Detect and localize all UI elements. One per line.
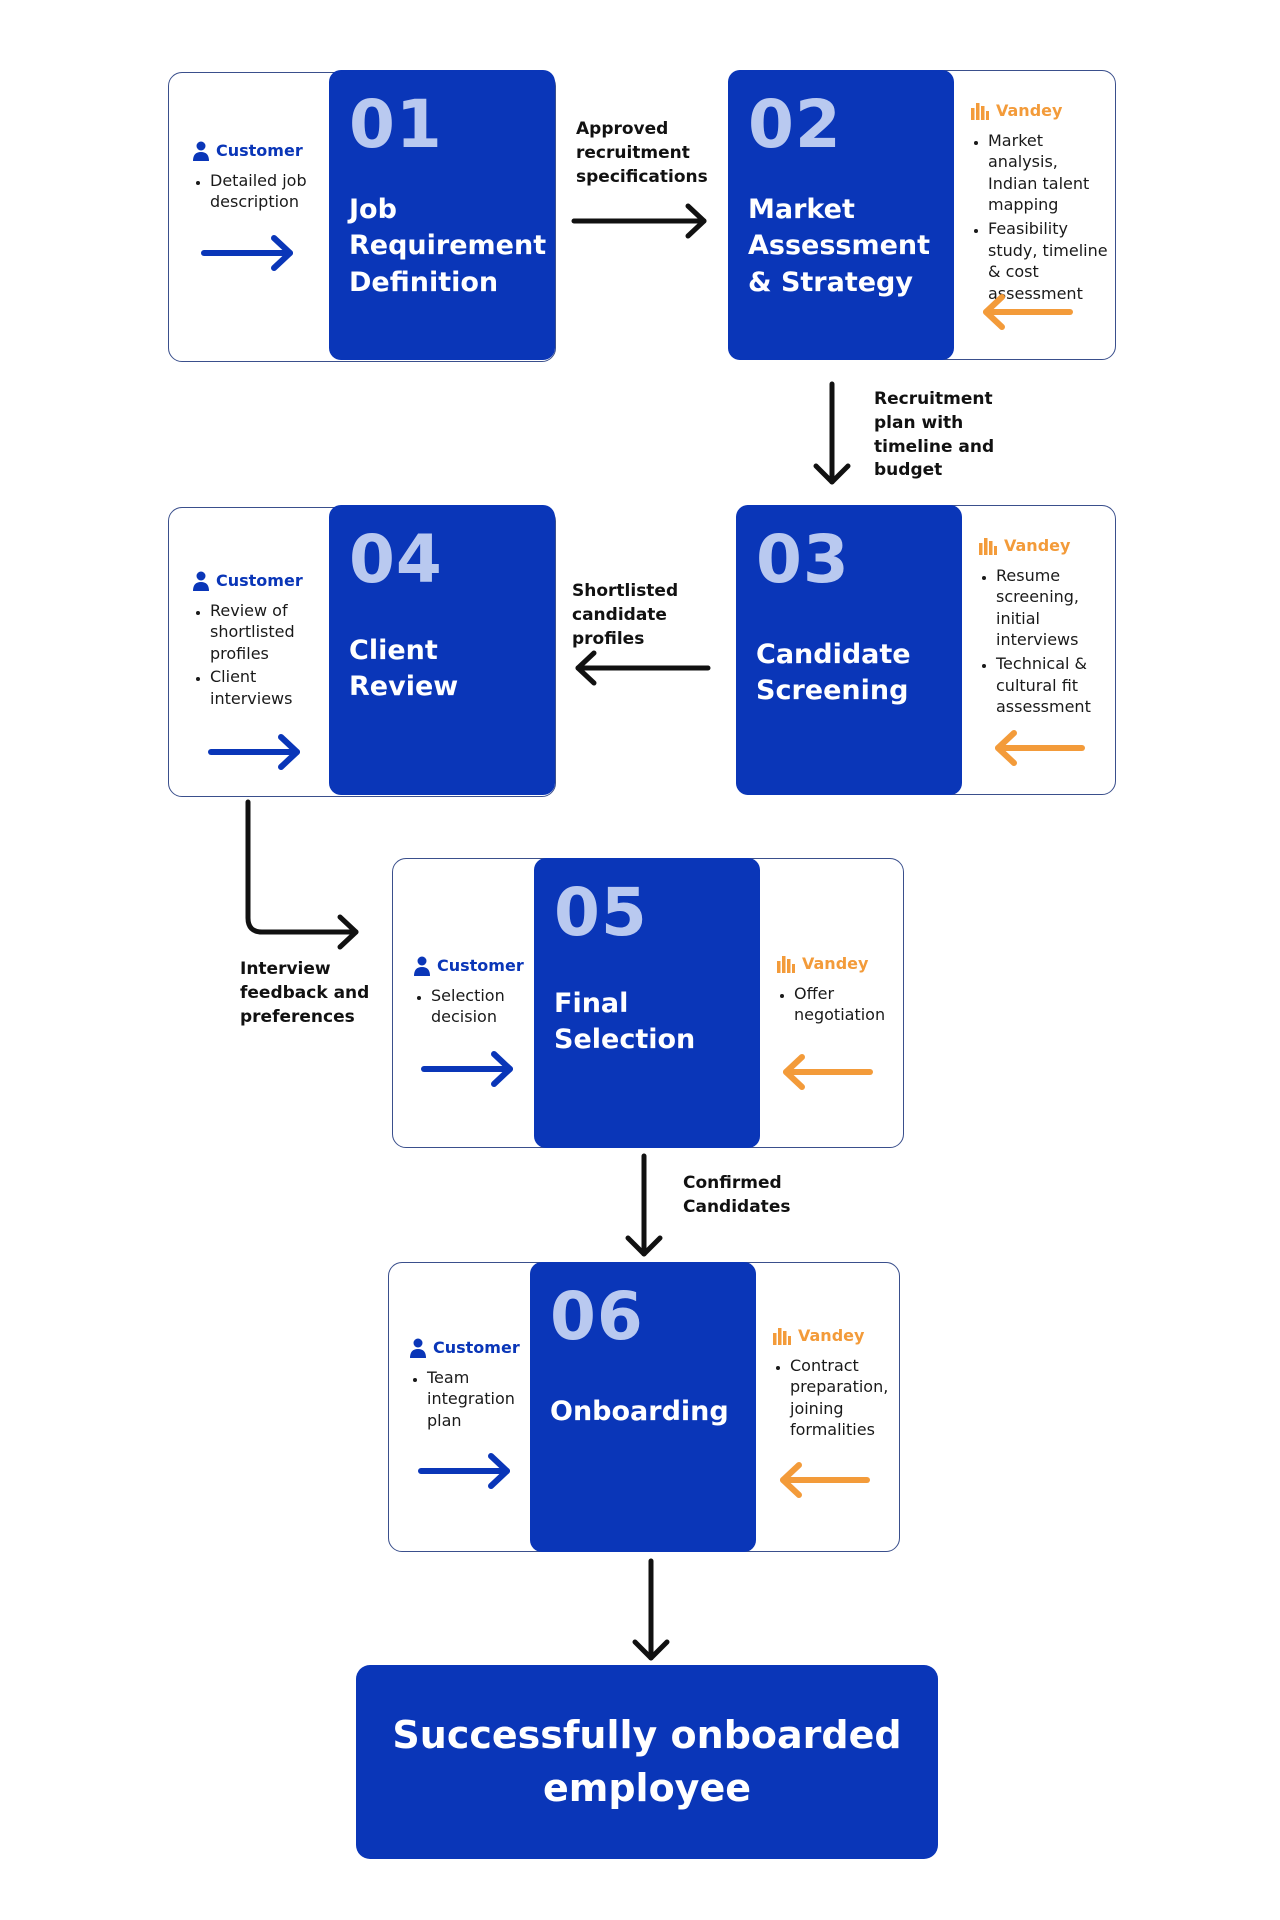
step-05-customer: Customer Selection decision [413, 955, 533, 1030]
flow-arrow-01-02 [571, 203, 707, 239]
customer-tag: Customer [192, 140, 322, 162]
customer-arrow-1 [201, 235, 293, 271]
step-04-customer: Customer Review of shortlisted profiles … [192, 570, 322, 712]
step-number: 01 [349, 86, 443, 163]
flow-arrow-05-06 [625, 1153, 663, 1257]
edge-label-4: Interview feedback and preferences [240, 959, 370, 1027]
customer-arrow-4 [208, 734, 300, 770]
list-item: Client interviews [210, 666, 322, 709]
customer-label: Customer [433, 1338, 520, 1357]
vandey-logo-icon [971, 102, 989, 120]
vandey-logo-icon [777, 955, 795, 973]
step-title: Job Requirement Definition [349, 194, 547, 298]
customer-label: Customer [216, 141, 303, 160]
list-item: Selection decision [431, 985, 533, 1028]
step-number: 03 [756, 521, 850, 598]
customer-label: Customer [216, 571, 303, 590]
step-02-box: 02 Market Assessment & Strategy [728, 70, 954, 360]
step-title: Candidate Screening [756, 639, 911, 707]
edge-label-2: Recruitment plan with timeline and budge… [874, 389, 995, 481]
edge-label-3: Shortlisted candidate profiles [572, 581, 679, 649]
flow-arrow-06-outcome [632, 1558, 670, 1661]
vandey-tag: Vandey [978, 535, 1112, 557]
step-title: Client Review [349, 635, 459, 703]
person-icon [414, 956, 430, 976]
step-02-vandey: Vandey Market analysis, Indian talent ma… [970, 100, 1110, 306]
list-item: Technical & cultural fit assessment [996, 653, 1112, 718]
vandey-label: Vandey [996, 101, 1063, 120]
vandey-tag: Vandey [776, 953, 900, 975]
outcome-box: Successfully onboarded employee [356, 1665, 938, 1859]
list-item: Resume screening, initial interviews [996, 565, 1112, 651]
person-icon [193, 141, 209, 161]
list-item: Detailed job description [210, 170, 322, 213]
customer-tag: Customer [409, 1337, 533, 1359]
customer-tag: Customer [413, 955, 533, 977]
step-number: 05 [554, 874, 648, 951]
flow-arrow-03-04 [575, 650, 711, 686]
step-06-box: 06 Onboarding [530, 1262, 756, 1552]
vandey-tag: Vandey [970, 100, 1110, 122]
edge-label-5: Confirmed Candidates [683, 1173, 791, 1217]
vandey-label: Vandey [802, 954, 869, 973]
step-01-customer: Customer Detailed job description [192, 140, 322, 215]
step-title: Onboarding [550, 1396, 729, 1427]
list-item: Contract preparation, joining formalitie… [790, 1355, 896, 1441]
vandey-arrow-6 [780, 1462, 870, 1498]
step-number: 04 [349, 521, 443, 598]
list-item: Offer negotiation [794, 983, 900, 1026]
step-title: Market Assessment & Strategy [748, 194, 931, 298]
customer-label: Customer [437, 956, 524, 975]
vandey-arrow-2 [983, 294, 1073, 330]
step-number: 02 [748, 86, 842, 163]
person-icon [410, 1338, 426, 1358]
customer-tag: Customer [192, 570, 322, 592]
step-title: Final Selection [554, 988, 696, 1056]
vandey-label: Vandey [1004, 536, 1071, 555]
step-03-vandey: Vandey Resume screening, initial intervi… [978, 535, 1112, 720]
step-number: 06 [550, 1278, 644, 1355]
list-item: Feasibility study, timeline & cost asses… [988, 218, 1110, 304]
list-item: Review of shortlisted profiles [210, 600, 322, 665]
flow-arrow-02-03 [813, 381, 851, 485]
customer-arrow-6 [418, 1453, 510, 1489]
person-icon [193, 571, 209, 591]
vandey-logo-icon [979, 537, 997, 555]
step-05-vandey: Vandey Offer negotiation [776, 953, 900, 1028]
list-item: Market analysis, Indian talent mapping [988, 130, 1110, 216]
step-05-box: 05 Final Selection [534, 858, 760, 1148]
vandey-tag: Vandey [772, 1325, 896, 1347]
step-01-box: 01 Job Requirement Definition [329, 70, 555, 360]
vandey-logo-icon [773, 1327, 791, 1345]
step-04-box: 04 Client Review [329, 505, 555, 795]
list-item: Team integration plan [427, 1367, 533, 1432]
edge-label-1: Approved recruitment specifications [576, 119, 708, 187]
step-06-customer: Customer Team integration plan [409, 1337, 533, 1433]
vandey-arrow-5 [783, 1054, 873, 1090]
customer-arrow-5 [421, 1051, 513, 1087]
vandey-label: Vandey [798, 1326, 865, 1345]
vandey-arrow-3 [995, 730, 1085, 766]
step-03-box: 03 Candidate Screening [736, 505, 962, 795]
step-06-vandey: Vandey Contract preparation, joining for… [772, 1325, 896, 1443]
flow-arrow-04-05 [245, 799, 359, 950]
